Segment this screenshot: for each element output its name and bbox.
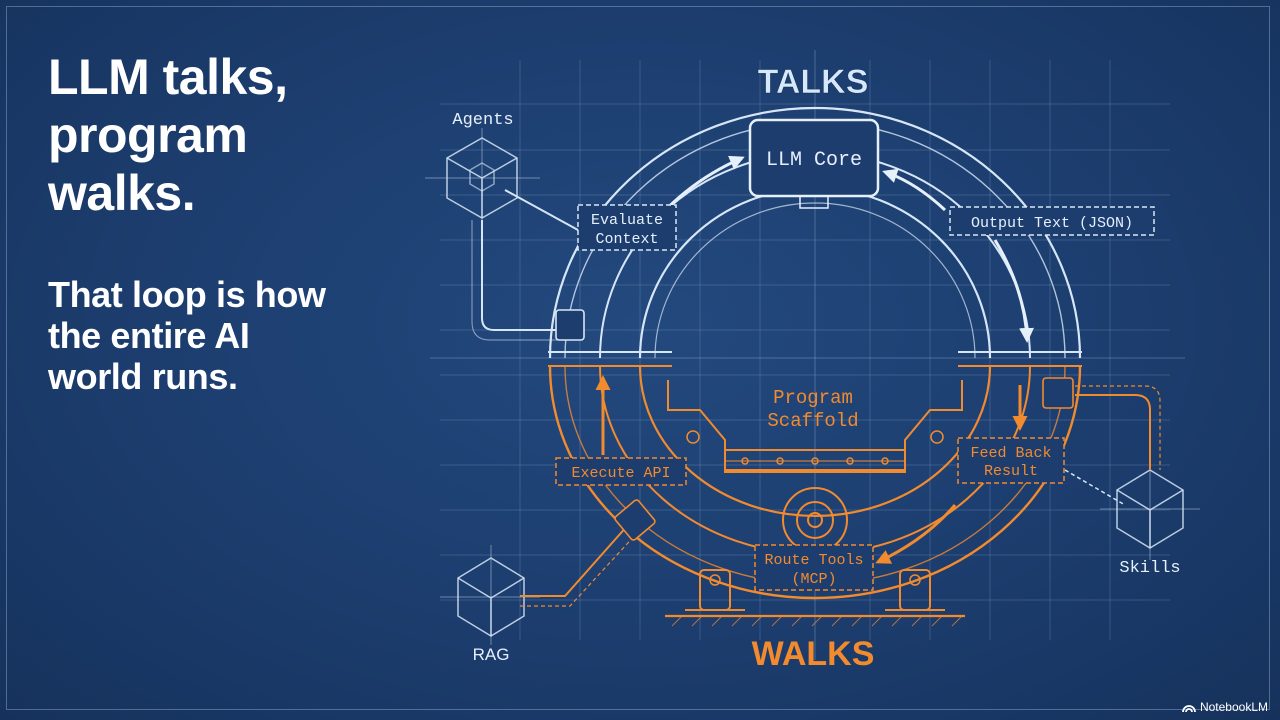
skills-link (1064, 469, 1126, 506)
arrow-feedback-to-route (875, 504, 957, 564)
execute-api-label: Execute API (571, 465, 670, 482)
skills-connector-dashed (1075, 385, 1161, 470)
agents-label: Agents (452, 111, 513, 130)
llm-core-connector (799, 195, 829, 209)
watermark-text: NotebookLM (1199, 700, 1268, 714)
evaluate-context-box (577, 204, 677, 251)
skills-bracket (1042, 377, 1074, 409)
scaffold-bolts (686, 430, 944, 465)
agents-cube-icon (425, 128, 540, 228)
subheadline: That loop is how the entire AI world run… (48, 274, 408, 397)
scaffold-label-line-2: Scaffold (767, 410, 858, 432)
feed-back-line-1: Feed Back (970, 445, 1051, 462)
subheadline-line-1: That loop is how (48, 274, 326, 315)
arrow-core-to-output (882, 168, 947, 212)
arrow-output-to-feedback (993, 239, 1035, 343)
headline-line-3: walks. (48, 165, 196, 221)
headline-line-2: program (48, 107, 248, 163)
evaluate-context-line-1: Evaluate (591, 212, 663, 229)
output-text-label: Output Text (JSON) (971, 215, 1133, 232)
route-tools-box (754, 544, 874, 591)
route-tools-line-2: (MCP) (791, 571, 836, 588)
evaluate-context-line-2: Context (595, 231, 658, 248)
route-tools-line-1: Route Tools (764, 552, 863, 569)
walks-label: WALKS (752, 635, 875, 673)
headline: LLM talks, program walks. (48, 48, 408, 222)
rag-bracket (614, 499, 656, 541)
subheadline-line-2: the entire AI (48, 315, 250, 356)
output-text-box (949, 206, 1155, 236)
agents-bracket (555, 309, 585, 341)
execute-api-box (555, 457, 687, 486)
headline-line-1: LLM talks, (48, 49, 288, 105)
llm-core-label: LLM Core (766, 149, 862, 172)
rag-connector (520, 524, 629, 597)
notebooklm-watermark: NotebookLM (1182, 700, 1268, 714)
rag-label: RAG (473, 645, 510, 664)
skills-label: Skills (1119, 559, 1180, 578)
agents-connector (481, 220, 558, 331)
skills-cube-icon (1100, 455, 1200, 560)
talks-label: TALKS (758, 63, 869, 101)
skills-connector (1075, 394, 1151, 470)
scaffold-label-line-1: Program (773, 387, 853, 409)
feed-back-result-box (957, 437, 1065, 484)
agents-link (504, 189, 579, 231)
notebooklm-logo-icon (1182, 704, 1196, 712)
subheadline-line-3: world runs. (48, 356, 238, 397)
feed-back-line-2: Result (984, 463, 1038, 480)
rag-connector-dashed (520, 531, 639, 607)
agents-connector-outer (471, 220, 558, 341)
slide-frame (6, 6, 1270, 710)
base-hatching (671, 615, 963, 627)
